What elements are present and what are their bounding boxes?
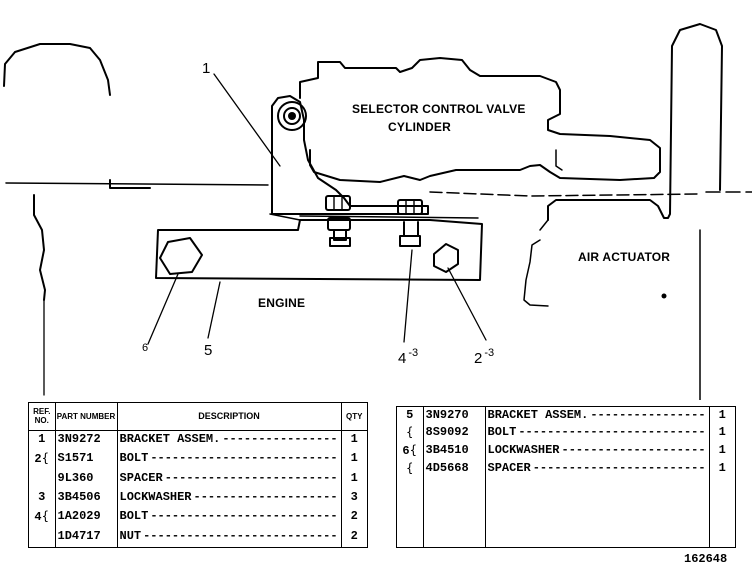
header-qty: QTY bbox=[340, 403, 367, 431]
leader-6 bbox=[147, 273, 179, 345]
header-ref-no: REF. NO. bbox=[29, 403, 55, 431]
header-part-number: PART NUMBER bbox=[54, 403, 117, 431]
callout-6: 6 bbox=[142, 342, 149, 354]
table-row: 6{ 3B4510 LOCKWASHER 1 bbox=[397, 442, 735, 460]
table-row: 1D4717 NUT 2 bbox=[29, 527, 367, 547]
table-header-row: REF. NO. PART NUMBER DESCRIPTION QTY bbox=[29, 403, 367, 431]
table-row: 1 3N9272 BRACKET ASSEM. 1 bbox=[29, 430, 367, 450]
bracket-pivot-outer bbox=[277, 101, 307, 131]
bolt-stack-left bbox=[325, 195, 351, 247]
figure-number: 162648 bbox=[684, 552, 728, 566]
leader-5 bbox=[207, 281, 221, 339]
selector-valve-label-line2: CYLINDER bbox=[388, 120, 451, 134]
engine-label: ENGINE bbox=[258, 296, 306, 310]
header-description: DESCRIPTION bbox=[116, 403, 341, 431]
valve-cylinder-outline bbox=[299, 57, 661, 183]
leader-4 bbox=[403, 249, 413, 343]
callout-5: 5 bbox=[204, 342, 213, 359]
center-line bbox=[5, 182, 269, 186]
hex-bolt-large bbox=[159, 237, 203, 275]
table-row: 3 3B4506 LOCKWASHER 3 bbox=[29, 488, 367, 508]
table-row: { 4D5668 SPACER 1 bbox=[397, 460, 735, 478]
air-actuator-label: AIR ACTUATOR bbox=[578, 250, 671, 264]
selector-valve-label-line1: SELECTOR CONTROL VALVE bbox=[352, 102, 526, 116]
bracket-1 bbox=[271, 95, 429, 215]
table-row: { 8S9092 BOLT 1 bbox=[397, 424, 735, 442]
callout-1: 1 bbox=[202, 60, 211, 77]
engine-outline-left bbox=[3, 43, 111, 96]
parts-table-right: 5 3N9270 BRACKET ASSEM. 1 { 8S9092 BOLT … bbox=[396, 406, 736, 548]
air-actuator-outline bbox=[547, 23, 723, 221]
leader-2 bbox=[447, 267, 487, 341]
hex-bolt-small bbox=[433, 243, 459, 273]
engine-outline-left-lower bbox=[33, 194, 46, 301]
table-filler-row bbox=[397, 478, 735, 547]
bracket-5-plate bbox=[155, 219, 483, 281]
leader-1 bbox=[213, 73, 281, 167]
bracket-pivot-inner bbox=[283, 107, 301, 125]
parts-table-left: REF. NO. PART NUMBER DESCRIPTION QTY 1 3… bbox=[28, 402, 368, 548]
table-row: 9L360 SPACER 1 bbox=[29, 469, 367, 489]
table-row: 4{ 1A2029 BOLT 2 bbox=[29, 507, 367, 528]
bolt-stack-right bbox=[397, 199, 423, 247]
table-row: 2{ S1571 BOLT 1 bbox=[29, 449, 367, 470]
callout-4: 4-3 bbox=[398, 347, 419, 367]
callout-2: 2-3 bbox=[474, 347, 495, 367]
installation-drawing bbox=[3, 23, 752, 400]
table-row: 5 3N9270 BRACKET ASSEM. 1 bbox=[397, 407, 735, 424]
